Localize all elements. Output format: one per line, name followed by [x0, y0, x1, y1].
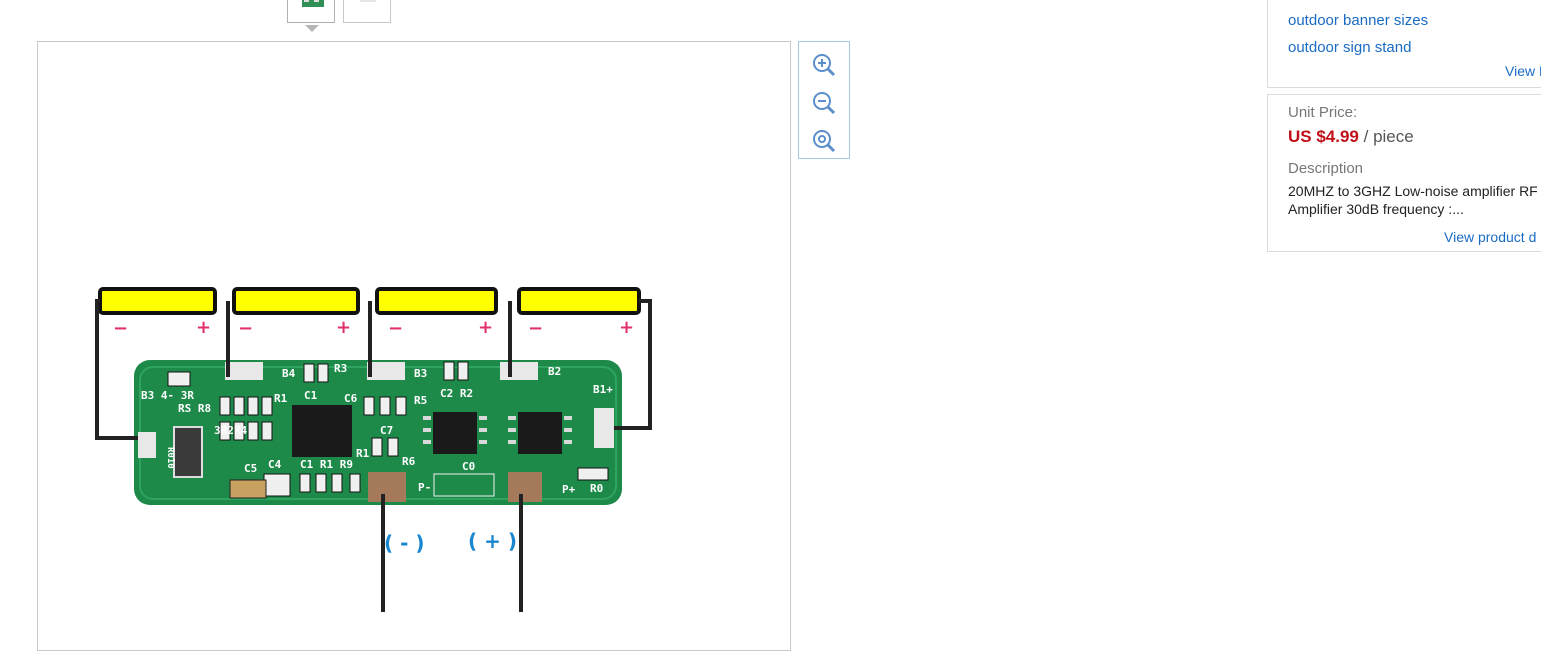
svg-text:C6: C6	[344, 392, 358, 405]
battery-cell-4	[517, 287, 641, 315]
wire-b1-plus	[614, 299, 652, 430]
related-searches-panel: outdoor banner sizes outdoor sign stand …	[1267, 0, 1541, 88]
cell-1-minus: −	[113, 318, 128, 339]
cell-2-minus: −	[238, 318, 253, 339]
pad-b2	[500, 362, 538, 380]
related-link-partial[interactable]	[1288, 0, 1541, 6]
zoom-in-icon	[813, 54, 836, 77]
description-line-1: 20MHZ to 3GHZ Low-noise amplifier RF	[1288, 183, 1538, 199]
thumbnail-1[interactable]	[287, 0, 335, 23]
svg-text:B4: B4	[282, 367, 296, 380]
svg-text:R0: R0	[590, 482, 603, 495]
unit-price-label: Unit Price:	[1288, 104, 1358, 121]
pos-terminal-label: ( + )	[468, 529, 517, 553]
wire-b-minus	[95, 299, 138, 440]
thumbnail-diagram-image	[360, 0, 376, 2]
cell-3-minus: −	[388, 318, 403, 339]
zoom-reset-button[interactable]	[809, 126, 839, 156]
svg-text:C1: C1	[304, 389, 318, 402]
svg-text:C1 R1 R9: C1 R1 R9	[300, 458, 353, 471]
description-label: Description	[1288, 160, 1364, 177]
pad-p-minus	[368, 472, 406, 502]
zoom-controls	[798, 41, 850, 159]
thumbnail-2[interactable]	[343, 0, 391, 23]
ic-mosfet-2	[518, 412, 562, 454]
svg-text:B3 4- 3R: B3 4- 3R	[141, 389, 194, 402]
svg-text:P+: P+	[562, 483, 576, 496]
shunt-resistor	[173, 426, 203, 478]
svg-text:C4: C4	[268, 458, 282, 471]
svg-text:B1+: B1+	[593, 383, 613, 396]
description-text: 20MHZ to 3GHZ Low-noise amplifier RF Amp…	[1288, 182, 1541, 218]
price-amount: US $4.99	[1288, 127, 1359, 146]
pad-b1-plus	[594, 408, 614, 448]
svg-text:R6: R6	[402, 455, 416, 468]
svg-text:R5: R5	[414, 394, 427, 407]
related-link-outdoor-banner-sizes[interactable]: outdoor banner sizes	[1288, 12, 1429, 29]
svg-text:R1: R1	[274, 392, 288, 405]
battery-cell-2	[232, 287, 360, 315]
pad-b-minus	[138, 432, 156, 458]
svg-text:R010: R010	[165, 447, 175, 469]
svg-text:R1: R1	[356, 447, 370, 460]
pcb-board	[134, 360, 622, 505]
view-product-details-link[interactable]: View product d	[1444, 229, 1537, 245]
pcb-wiring-diagram: − + − + − + − +	[95, 287, 652, 612]
related-link-outdoor-sign-stand[interactable]: outdoor sign stand	[1288, 39, 1412, 56]
svg-text:C0: C0	[462, 460, 475, 473]
pad-b3	[367, 362, 405, 380]
neg-terminal-label: ( - )	[384, 531, 425, 555]
truncated-link-fragment	[1288, 0, 1541, 2]
price-unit: / piece	[1363, 127, 1414, 146]
view-more-link[interactable]: View M	[1505, 63, 1541, 79]
ic-controller	[292, 405, 352, 457]
battery-cell-3	[375, 287, 498, 315]
zoom-in-button[interactable]	[809, 50, 839, 80]
zoom-reset-icon	[813, 130, 836, 153]
pad-b4	[225, 362, 263, 380]
svg-text:C5: C5	[244, 462, 257, 475]
cell-3-plus: +	[478, 317, 493, 338]
battery-cell-1	[98, 287, 217, 315]
zoom-out-icon	[813, 92, 836, 115]
svg-text:R3: R3	[334, 362, 347, 375]
svg-text:B3: B3	[414, 367, 427, 380]
pad-p-plus	[508, 472, 542, 502]
svg-text:3R2R4: 3R2R4	[214, 424, 247, 437]
thumbnail-pcb-image	[302, 0, 324, 7]
product-image-viewer[interactable]: − + − + − + − +	[37, 41, 791, 651]
svg-text:P-: P-	[418, 481, 431, 494]
product-summary-panel: Unit Price: US $4.99 / piece Description…	[1267, 94, 1541, 252]
description-line-2: Amplifier 30dB frequency :...	[1288, 201, 1464, 217]
cell-4-minus: −	[528, 318, 543, 339]
svg-text:RS R8: RS R8	[178, 402, 211, 415]
zoom-out-button[interactable]	[809, 88, 839, 118]
svg-text:C2 R2: C2 R2	[440, 387, 473, 400]
unit-price: US $4.99 / piece	[1288, 127, 1414, 147]
svg-text:C7: C7	[380, 424, 393, 437]
ic-mosfet-1	[433, 412, 477, 454]
svg-text:B2: B2	[548, 365, 561, 378]
cell-1-plus: +	[196, 317, 211, 338]
thumbnail-selected-pointer	[305, 25, 319, 32]
cell-2-plus: +	[336, 317, 351, 338]
cell-4-plus: +	[619, 317, 634, 338]
